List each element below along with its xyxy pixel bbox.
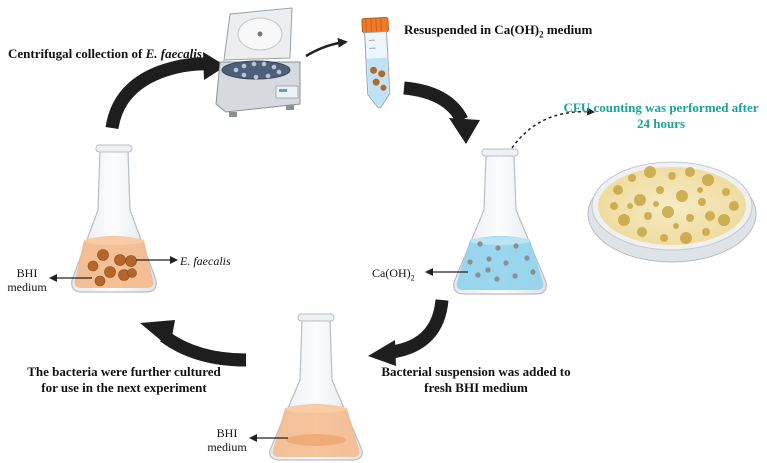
ef-species-label: E. faecalis	[180, 254, 231, 268]
cfu-line1: CFU counting was performed after	[563, 100, 759, 115]
resuspend-caption: Resuspended in Ca(OH)2 medium	[404, 22, 592, 43]
transfer-arrow	[305, 37, 348, 58]
resuspend-suffix: medium	[543, 22, 593, 37]
further-line2: for use in the next experiment	[41, 380, 207, 395]
bhi-medium-line2: medium	[207, 440, 247, 454]
flask-bhi-icon	[269, 313, 363, 461]
caoh2-label: Ca(OH)2	[372, 265, 415, 286]
centrifuge-icon	[215, 7, 301, 117]
bhi-medium-line1: BHI	[216, 426, 238, 440]
cycle-arrow-bottom-left	[140, 320, 247, 367]
cfu-line2: 24 hours	[636, 116, 686, 131]
suspension-line1: Bacterial suspension was added to	[381, 364, 571, 379]
flask-caoh2-icon	[453, 148, 547, 295]
caoh2-prefix: Ca(OH)	[372, 266, 411, 280]
cycle-arrow-right-down	[403, 81, 480, 144]
cycle-arrow-left-up	[105, 52, 226, 130]
cycle-arrow-bottom-right	[368, 299, 449, 366]
suspension-line2: fresh BHI medium	[424, 380, 528, 395]
centrifuge-caption-text: Centrifugal collection of	[8, 46, 146, 61]
centrifuge-caption-species: E. faecalis	[145, 46, 202, 61]
petri-dish-icon	[587, 161, 757, 263]
caoh2-sub: 2	[410, 273, 415, 283]
further-line1: The bacteria were further cultured	[27, 364, 221, 379]
resuspend-sub: 2	[539, 29, 544, 40]
ef-medium-line2: medium	[7, 280, 47, 294]
ef-medium-line1: BHI	[16, 266, 38, 280]
centrifuge-caption: Centrifugal collection of E. faecalis	[8, 46, 202, 62]
bacteria-cluster	[87, 249, 137, 287]
centrifuge-tube-icon	[361, 17, 391, 109]
resuspend-prefix: Resuspended in Ca(OH)	[404, 22, 540, 37]
